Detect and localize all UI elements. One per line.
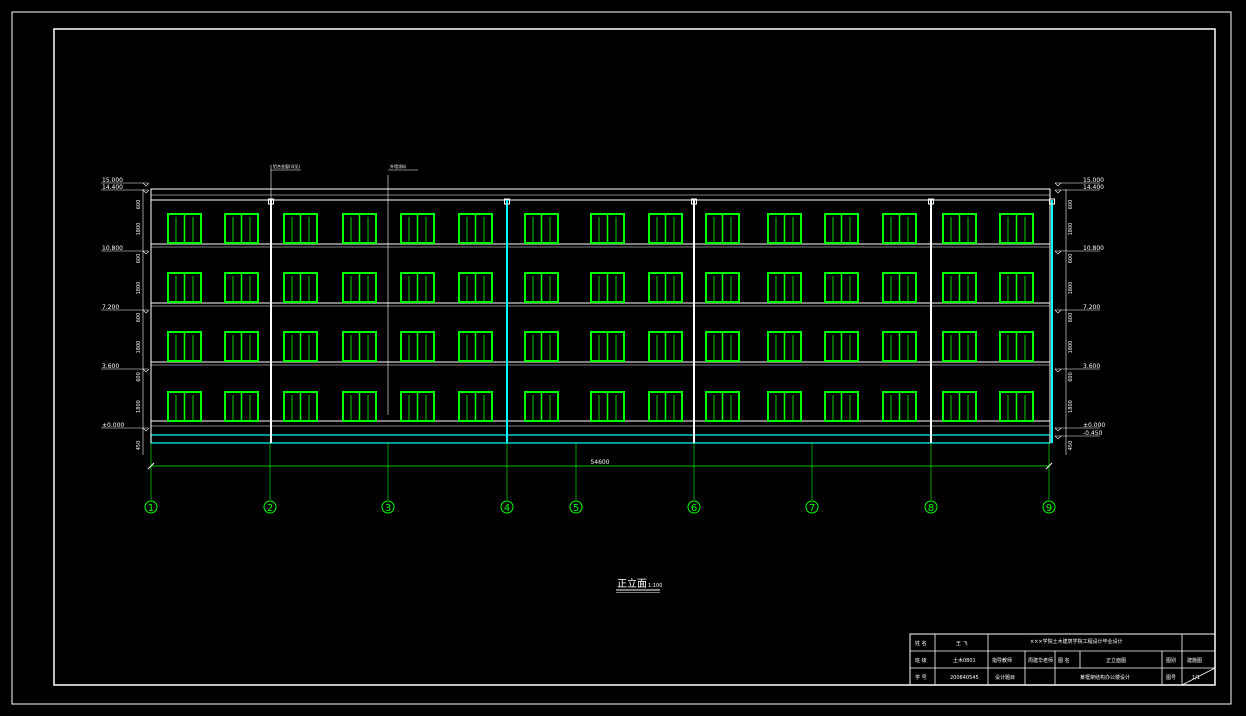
axis-bubble [805, 500, 819, 514]
floor-dimension: 1800 [1068, 400, 1074, 413]
facade-elevation [150, 165, 1055, 444]
floor-dimension: 1800 [136, 282, 142, 295]
axis-bubble [263, 500, 277, 514]
callout-label: 铝合金窗(详见) [273, 163, 301, 169]
floor-dimension: 1800 [1068, 223, 1074, 236]
tb-drawing-name-label: 图 名 [1058, 657, 1070, 664]
elevation-marker [1054, 427, 1062, 432]
tb-drawing-type-value: 建施图 [1187, 657, 1202, 664]
floor-dimension: 600 [136, 254, 142, 264]
floor-dimension: 600 [1068, 254, 1074, 264]
elevation-value: ±0.000 [1083, 422, 1105, 429]
floor-dimension: 600 [1068, 200, 1074, 210]
floor-dimension: 1800 [1068, 341, 1074, 354]
floor-dimension: 1800 [136, 400, 142, 413]
elevation-value: 10.800 [1083, 245, 1104, 252]
tb-id-value: 200840545 [950, 675, 979, 681]
elevation-marker [142, 250, 150, 255]
parapet [150, 188, 1051, 201]
axis-label: 2 [267, 503, 273, 514]
elevation-marker [142, 368, 150, 373]
floor-dimension: 600 [136, 313, 142, 323]
elevation-marker [1054, 189, 1062, 194]
axis-bubble [924, 500, 938, 514]
elevation-value: 3.600 [1083, 363, 1100, 370]
floor-dimension: 450 [136, 441, 142, 451]
floor-dimension: 450 [1068, 441, 1074, 451]
plinth-base [150, 434, 1051, 444]
axis-label: 9 [1046, 503, 1052, 514]
outer-sheet-frame [11, 11, 1232, 705]
tb-topic-label: 设计题目 [995, 674, 1015, 681]
tb-id-label: 学 号 [915, 674, 927, 681]
elevation-marker [142, 309, 150, 314]
elevation-value: ±0.000 [102, 422, 124, 429]
elevation-value: 7.200 [102, 304, 119, 311]
axis-label: 3 [385, 503, 391, 514]
tb-class-label: 班 级 [915, 657, 927, 664]
elevation-marker [142, 427, 150, 432]
axis-label: 1 [148, 503, 154, 514]
axis-bubble [569, 500, 583, 514]
elevation-value: 15.000 [1083, 177, 1104, 184]
axis-label: 8 [928, 503, 934, 514]
tb-header: ×××学院土木建筑学院工程设计毕业设计 [1030, 638, 1123, 645]
axis-bubble [687, 500, 701, 514]
downpipe-head [504, 198, 510, 205]
title-block: 姓 名 王 飞 ×××学院土木建筑学院工程设计毕业设计 班 级 土木0801 指… [909, 633, 1216, 686]
elevation-value: 10.800 [102, 245, 123, 252]
elevation-marker [142, 189, 150, 194]
axis-grid: 1 2 3 4 5 6 7 8 9 [144, 443, 1056, 514]
elevation-marker [1054, 250, 1062, 255]
inner-sheet-frame [53, 28, 1216, 686]
drawing-scale: 1:100 [648, 583, 662, 589]
tb-name-value: 王 飞 [956, 641, 968, 647]
tb-advisor-label: 指导教师 [992, 657, 1012, 664]
axis-bubble [500, 500, 514, 514]
tb-drawing-type-label: 图别 [1166, 657, 1176, 664]
elevation-value: 3.600 [102, 363, 119, 370]
overall-length-label: 54600 [590, 459, 609, 466]
elevation-value: 14.400 [102, 184, 123, 191]
floor-dimension: 600 [1068, 313, 1074, 323]
tb-sheet-value: 1/1 [1192, 675, 1200, 681]
elevation-marker [1054, 182, 1062, 187]
tb-class-value: 土木0801 [953, 657, 976, 664]
tb-sheet-label: 图号 [1166, 675, 1176, 681]
elevation-value: -0.450 [1083, 430, 1103, 437]
floor-dimension: 600 [1068, 372, 1074, 382]
floor-dimension: 1800 [136, 341, 142, 354]
elevation-value: 7.200 [1083, 304, 1100, 311]
callout-label: 外墙涂料 [390, 163, 406, 169]
elevation-marker [1054, 309, 1062, 314]
axis-label: 6 [691, 503, 697, 514]
floor-dimension: 1800 [136, 223, 142, 236]
floor-dimension: 600 [136, 200, 142, 210]
tb-advisor-value: 周建华老师 [1028, 657, 1053, 664]
floor-dimension: 600 [136, 372, 142, 382]
axis-bubble [1042, 500, 1056, 514]
tb-drawing-name-value: 正立面图 [1106, 657, 1126, 664]
downpipe-head [928, 198, 934, 205]
axis-label: 4 [504, 503, 510, 514]
downpipe-head [691, 198, 697, 205]
elevation-value: 15.000 [102, 177, 123, 184]
axis-label: 5 [573, 503, 579, 514]
downpipe-head [1049, 198, 1055, 205]
dimension-tick [147, 462, 155, 470]
axis-bubble [381, 500, 395, 514]
tb-topic-value: 某框架结构办公楼设计 [1080, 674, 1130, 681]
dimension-annotations: 铝合金窗(详见)外墙涂料5460015.00014.40010.8007.200… [101, 163, 1105, 470]
floor-dimension: 1800 [1068, 282, 1074, 295]
axis-label: 7 [809, 503, 815, 514]
elevation-marker [1054, 368, 1062, 373]
elevation-value: 14.400 [1083, 184, 1104, 191]
axis-bubble [144, 500, 158, 514]
drawing-title: 正立面 [617, 577, 647, 590]
elevation-marker [142, 182, 150, 187]
dimension-tick [1045, 462, 1053, 470]
elevation-marker [1054, 435, 1062, 440]
tb-name-label: 姓 名 [915, 640, 927, 647]
